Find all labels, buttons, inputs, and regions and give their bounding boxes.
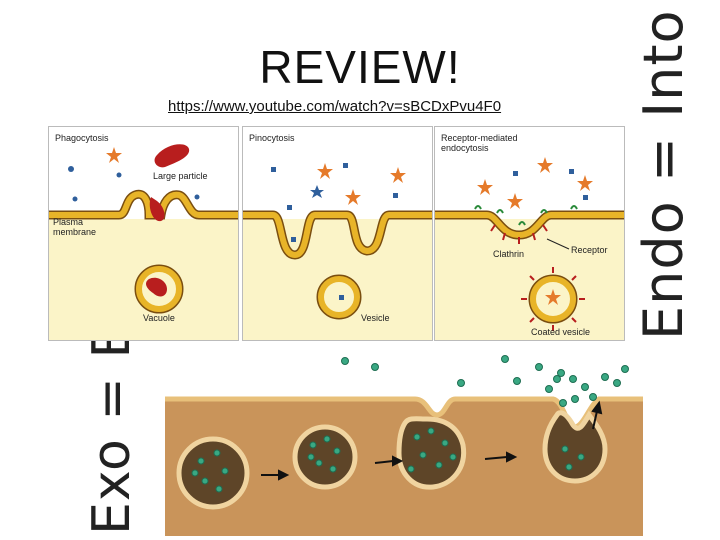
clathrin-label: Clathrin	[493, 249, 524, 259]
receptor-title-line1: Receptor-mediated	[441, 133, 518, 143]
coated-vesicle-label: Coated vesicle	[531, 327, 590, 337]
slide-title: REVIEW!	[259, 41, 461, 93]
pinocytosis-title: Pinocytosis	[249, 133, 295, 143]
video-link[interactable]: https://www.youtube.com/watch?v=sBCDxPvu…	[168, 98, 502, 115]
vesicle-label: Vesicle	[361, 313, 390, 323]
endo-label: Endo = Into	[632, 9, 695, 340]
receptor-mediated-panel: Receptor-mediated endocytosis Receptor C…	[434, 126, 625, 341]
pinocytosis-diagram: Pinocytosis Vesicle	[243, 133, 432, 340]
phagocytosis-diagram: Phagocytosis Large particle Plasma membr…	[49, 133, 238, 340]
receptor-title-line2: endocytosis	[441, 143, 489, 153]
phagocytosis-panel: Phagocytosis Large particle Plasma membr…	[48, 126, 239, 341]
phagocytosis-title: Phagocytosis	[55, 133, 109, 143]
exocytosis-diagram	[165, 353, 643, 536]
plasma-label: Plasma	[53, 217, 83, 227]
receptor-mediated-diagram: Receptor-mediated endocytosis Receptor C…	[435, 133, 624, 340]
receptor-label: Receptor	[571, 245, 608, 255]
exocytosis-illustration	[165, 353, 643, 536]
large-particle-label: Large particle	[153, 171, 208, 181]
vacuole-label: Vacuole	[143, 313, 175, 323]
pinocytosis-panel: Pinocytosis Vesicle	[242, 126, 433, 341]
membrane-label: membrane	[53, 227, 96, 237]
